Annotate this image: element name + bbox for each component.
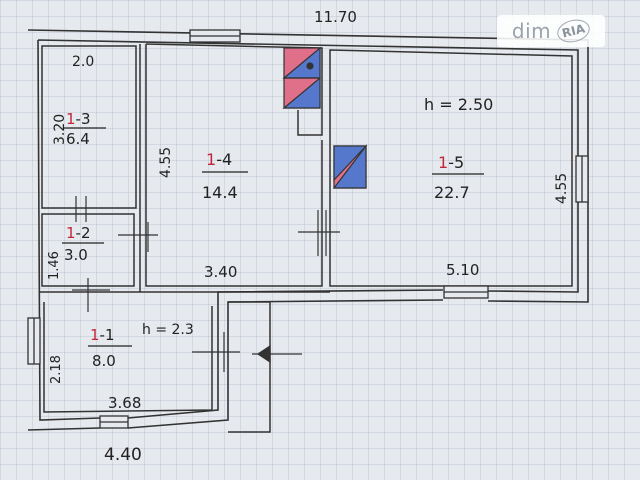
room-1-2-side-dim: 1.46	[47, 251, 62, 280]
room-sep: -	[76, 110, 81, 128]
room-sub: 2	[81, 224, 91, 242]
room-num: 1	[66, 110, 76, 128]
room-sub: 5	[454, 153, 464, 172]
svg-text:1-2: 1-2	[66, 224, 91, 242]
svg-text:1-4: 1-4	[206, 150, 232, 169]
room-label-1-5: 1-5 22.7	[432, 153, 484, 202]
room-label-1-3: 1-3 6.4	[64, 110, 106, 148]
watermark-badge: RIA	[554, 16, 593, 46]
room-sep: -	[448, 153, 454, 172]
windows	[27, 29, 589, 429]
svg-text:1-3: 1-3	[66, 110, 91, 128]
room-area: 6.4	[66, 130, 90, 148]
room-1-5-bottom-dim: 5.10	[446, 261, 479, 279]
room-num: 1	[206, 150, 216, 169]
door-marks	[72, 196, 340, 372]
annex-outer-dim: 4.40	[104, 445, 142, 465]
room-label-1-2: 1-2 3.0	[62, 224, 104, 264]
stove-icon	[282, 46, 321, 109]
room-area: 8.0	[92, 352, 116, 370]
room-1-1-side-dim: 2.18	[49, 355, 64, 384]
room-num: 1	[438, 153, 448, 172]
overall-width-dim: 11.70	[314, 8, 357, 26]
room-sub: 3	[81, 110, 91, 128]
room-1-4-bottom-dim: 3.40	[204, 263, 237, 281]
room-area: 3.0	[64, 246, 88, 264]
room-area: 14.4	[202, 183, 238, 202]
room-1-3-side-dim: 3.20	[52, 114, 68, 145]
inner-walls	[40, 43, 573, 433]
svg-text:1-5: 1-5	[438, 153, 464, 172]
room-1-1-bottom-dim: 3.68	[108, 394, 141, 412]
room-1-3-top-dim: 2.0	[72, 54, 94, 70]
room-sep: -	[100, 326, 105, 344]
watermark-brand: dim	[511, 19, 552, 43]
stove-icon-secondary	[332, 144, 368, 189]
ceiling-height-annex: h = 2.3	[142, 322, 194, 338]
room-area: 22.7	[434, 183, 470, 202]
room-sub: 4	[222, 150, 232, 169]
room-sub: 1	[105, 326, 115, 344]
room-sep: -	[76, 224, 81, 242]
ceiling-height-main: h = 2.50	[424, 95, 493, 114]
room-label-1-1: 1-1 8.0	[88, 326, 132, 370]
room-label-1-4: 1-4 14.4	[202, 150, 248, 202]
room-num: 1	[66, 224, 76, 242]
room-1-5-side-dim: 4.55	[554, 173, 570, 204]
dim-ria-watermark: dim RIA	[497, 15, 605, 47]
room-1-4-side-dim: 4.55	[158, 147, 174, 178]
room-num: 1	[90, 326, 100, 344]
svg-text:1-1: 1-1	[90, 326, 115, 344]
room-sep: -	[216, 150, 222, 169]
